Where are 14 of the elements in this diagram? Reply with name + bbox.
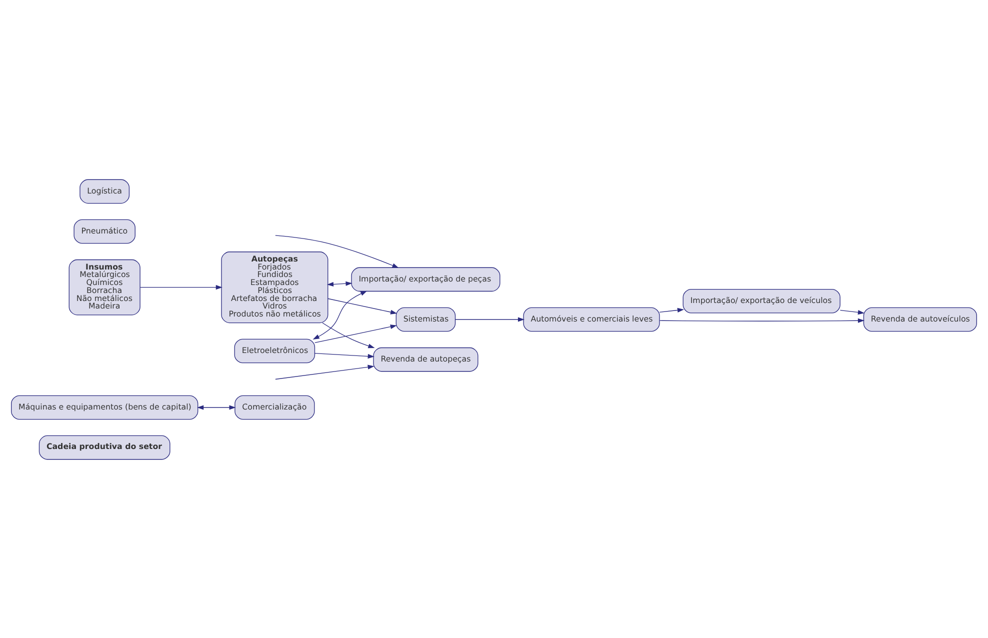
arrow (314, 352, 374, 358)
arrow (140, 284, 222, 290)
arrow (275, 364, 374, 380)
arrow (197, 404, 236, 410)
arrow (326, 280, 352, 286)
arrow (659, 307, 684, 312)
arrow (322, 322, 375, 348)
arrow (328, 298, 398, 314)
arrow (312, 290, 368, 340)
arrow (314, 324, 397, 343)
arrow (659, 318, 865, 322)
arrow (840, 309, 865, 314)
arrow (275, 234, 399, 268)
arrow (455, 316, 525, 322)
